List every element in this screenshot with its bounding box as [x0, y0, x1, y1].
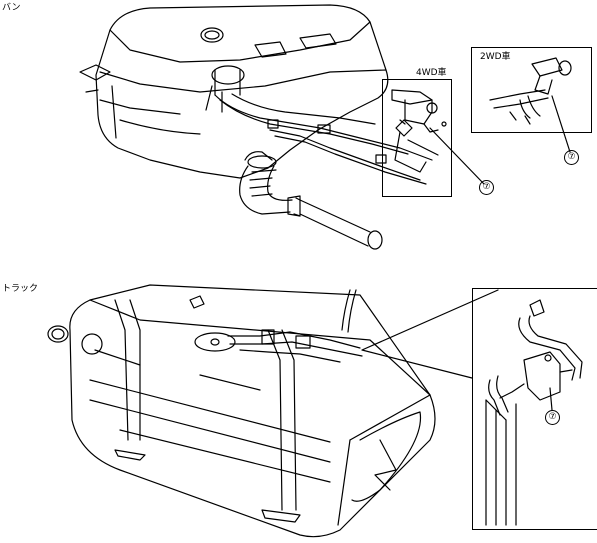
section-label-van: バン [2, 3, 21, 13]
leader-line-2wd [551, 95, 571, 153]
leader-lines-truck [361, 289, 499, 379]
van-fuel-tank [79, 4, 433, 250]
inset-frame-4wd [382, 79, 452, 197]
inset-label-2wd: 2WD車 [480, 52, 511, 62]
vent-valve-4wd-detail [391, 89, 447, 173]
callout-7-truck: ⑦ [545, 410, 560, 425]
inset-label-4wd: 4WD車 [416, 68, 447, 78]
inset-frame-2wd [471, 47, 592, 133]
vent-valve-2wd-detail [489, 57, 572, 125]
inset-frame-truck-detail [472, 288, 597, 530]
leader-line-4wd [429, 127, 485, 185]
callout-7-4wd: ⑦ [479, 180, 494, 195]
callout-7-2wd: ⑦ [564, 150, 579, 165]
truck-fuel-tank [47, 284, 436, 538]
leader-line-truck [549, 387, 553, 411]
section-label-truck: トラック [2, 284, 39, 294]
vent-valve-truck-detail [485, 299, 583, 526]
